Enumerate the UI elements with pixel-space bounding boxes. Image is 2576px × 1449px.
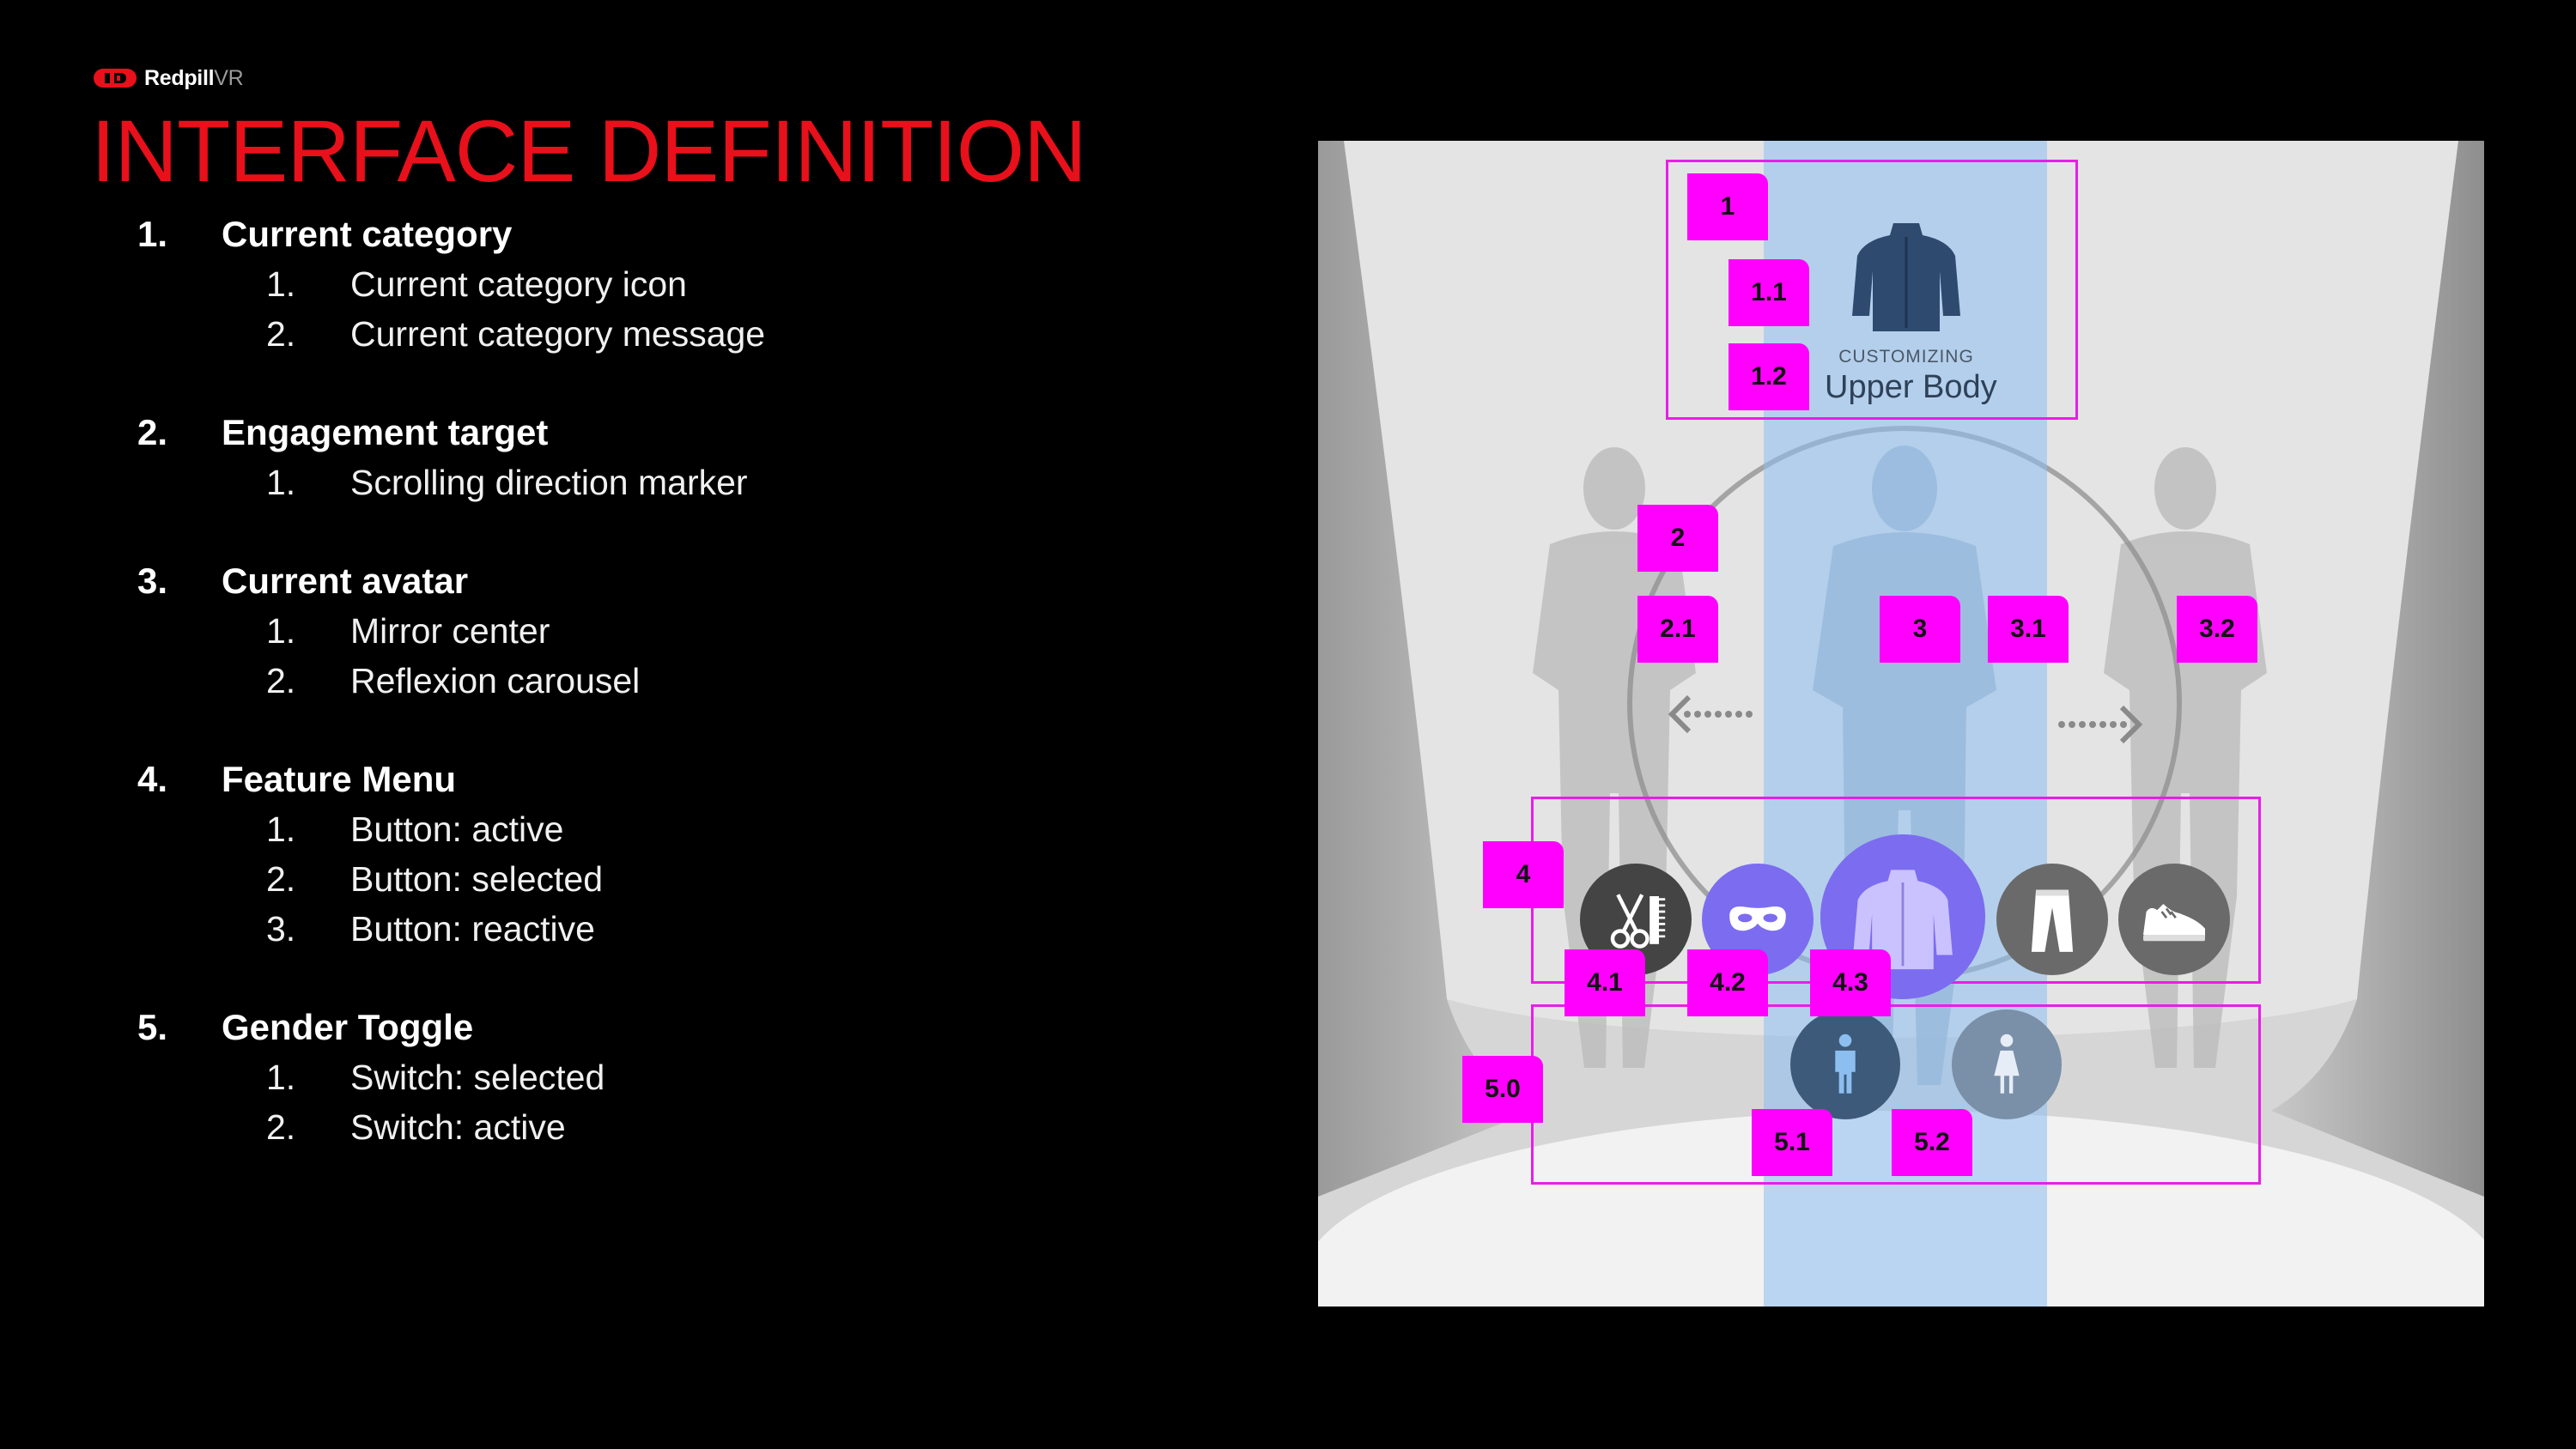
section-number: 3.	[137, 561, 168, 601]
annotation-tag-3: 3	[1880, 596, 1960, 663]
jacket-icon	[1853, 870, 1953, 970]
item-number: 2.	[266, 660, 296, 700]
pants-icon	[2031, 889, 2074, 952]
section-feature-menu: 4. Feature Menu 1. Button: active 2. Button…	[137, 755, 1236, 954]
section-number: 4.	[137, 759, 168, 799]
female-icon	[1994, 1034, 2020, 1094]
annotation-tag-5-1: 5.1	[1752, 1109, 1832, 1176]
annotation-tag-5-0: 5.0	[1462, 1056, 1543, 1123]
section-label: Feature Menu	[222, 759, 457, 799]
mask-icon	[1729, 906, 1786, 931]
item-number: 2.	[266, 1106, 296, 1147]
item-number: 1.	[266, 264, 296, 304]
annotation-tag-3-1: 3.1	[1988, 596, 2069, 663]
item-number: 1.	[266, 610, 296, 651]
item-label: Button: active	[350, 809, 564, 849]
jacket-icon	[1850, 216, 1962, 332]
annotation-tag-4-3: 4.3	[1810, 949, 1891, 1016]
item-number: 1.	[266, 809, 296, 849]
annotation-tag-3-2: 3.2	[2177, 596, 2257, 663]
section-engagement-target: 2. Engagement target 1. Scrolling directio…	[137, 408, 1236, 507]
item-label: Reflexion carousel	[350, 660, 641, 700]
item-label: Current category icon	[350, 264, 687, 304]
section-number: 2.	[137, 412, 168, 452]
scissors-comb-icon	[1610, 894, 1666, 949]
annotation-tag-1: 1	[1687, 173, 1768, 240]
annotation-tag-4-1: 4.1	[1564, 949, 1645, 1016]
sneaker-icon	[2143, 904, 2205, 942]
feature-button-upper-body[interactable]	[1820, 834, 1985, 999]
brand-name: RedpillVR	[144, 65, 244, 90]
annotation-tag-4-2: 4.2	[1687, 949, 1768, 1016]
item-number: 1.	[266, 1057, 296, 1097]
section-label: Gender Toggle	[222, 1007, 474, 1047]
item-label: Scrolling direction marker	[350, 462, 748, 502]
vr-mirror-mockup: CUSTOMIZING Upper Body	[1318, 141, 2484, 1307]
gender-switch-female[interactable]	[1952, 1009, 2062, 1119]
item-label: Switch: selected	[350, 1057, 605, 1097]
scrolling-direction-markers	[1668, 694, 2143, 744]
feature-button-shoes[interactable]	[2118, 864, 2230, 975]
item-label: Mirror center	[350, 610, 550, 651]
section-label: Current category	[222, 214, 513, 254]
section-number: 1.	[137, 214, 168, 254]
section-label: Current avatar	[222, 561, 469, 601]
current-category-box	[1666, 160, 2078, 420]
page-title: INTERFACE DEFINITION	[91, 102, 1087, 200]
interface-outline: 1. Current category 1. Current category ic…	[137, 209, 1236, 1201]
feature-button-lower-body[interactable]	[1996, 864, 2108, 975]
annotation-tag-2-1: 2.1	[1637, 596, 1718, 663]
brand: RedpillVR	[93, 65, 244, 91]
annotation-tag-1-1: 1.1	[1728, 259, 1809, 326]
customizing-label: CUSTOMIZING	[1838, 347, 1974, 367]
item-label: Switch: active	[350, 1106, 566, 1147]
section-label: Engagement target	[222, 412, 549, 452]
category-name: Upper Body	[1825, 369, 1997, 405]
annotation-tag-1-2: 1.2	[1728, 343, 1809, 410]
current-category-message: CUSTOMIZING Upper Body	[1825, 347, 1997, 406]
annotation-tag-5-2: 5.2	[1892, 1109, 1972, 1176]
item-label: Current category message	[350, 313, 766, 354]
section-gender-toggle: 5. Gender Toggle 1. Switch: selected 2. Swi…	[137, 1003, 1236, 1152]
item-number: 2.	[266, 313, 296, 354]
item-number: 2.	[266, 858, 296, 899]
annotation-tag-2: 2	[1637, 505, 1718, 572]
item-number: 1.	[266, 462, 296, 502]
section-number: 5.	[137, 1007, 168, 1047]
redpill-logo-icon	[93, 67, 137, 89]
male-icon	[1835, 1034, 1856, 1094]
section-current-avatar: 3. Current avatar 1. Mirror center 2. Refle…	[137, 556, 1236, 706]
section-current-category: 1. Current category 1. Current category ic…	[137, 209, 1236, 359]
item-number: 3.	[266, 908, 296, 949]
annotation-tag-4: 4	[1483, 841, 1564, 908]
item-label: Button: reactive	[350, 908, 595, 949]
item-label: Button: selected	[350, 858, 604, 899]
gender-switch-male[interactable]	[1790, 1009, 1900, 1119]
